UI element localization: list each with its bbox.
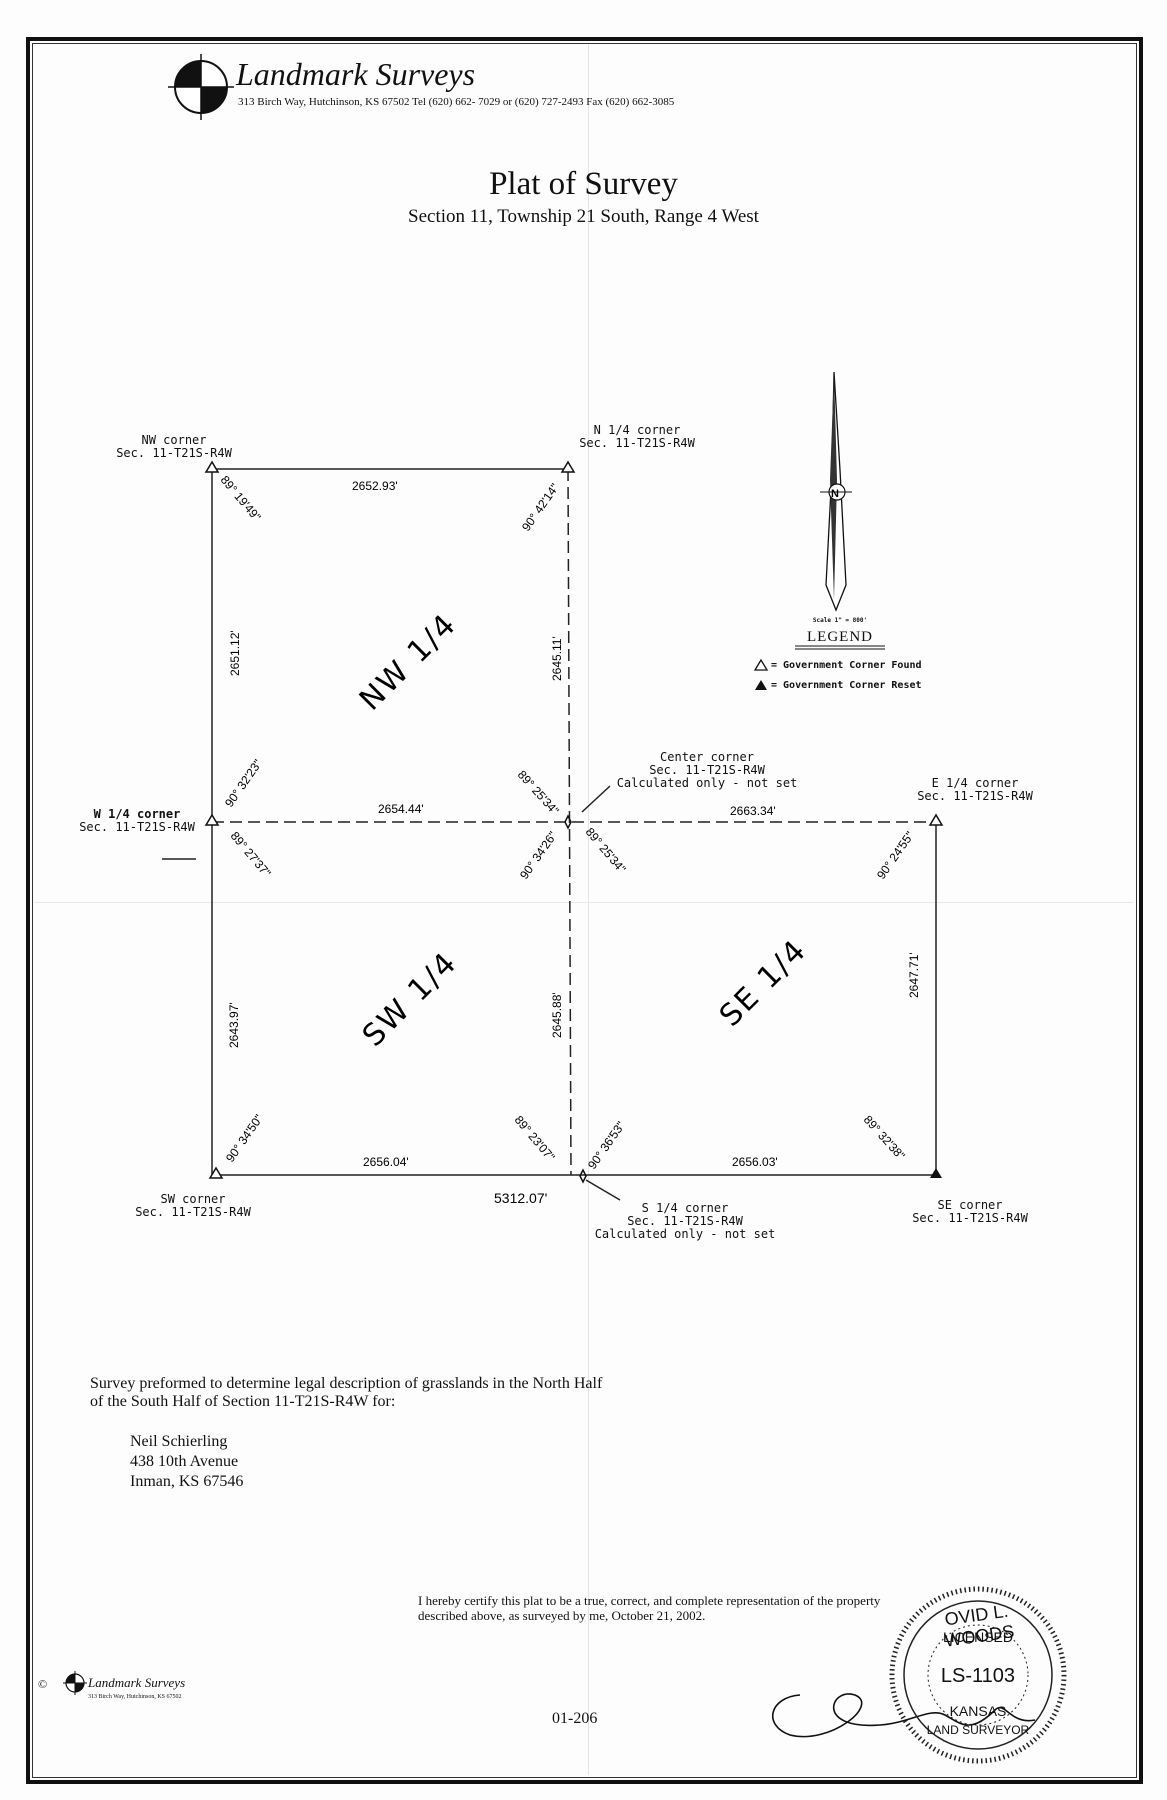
angle-e: 90° 24'55" — [874, 829, 917, 882]
dist-south-west: 2656.04' — [363, 1155, 409, 1169]
dist-south-total: 5312.07' — [494, 1190, 547, 1206]
client-block: Neil Schierling 438 10th Avenue Inman, K… — [130, 1433, 244, 1490]
angle-se: 89° 32'38" — [861, 1113, 908, 1163]
page-border — [26, 37, 1143, 1784]
se-corner-marker — [930, 1168, 942, 1178]
angle-center-se: 89° 25'34" — [583, 825, 629, 876]
dist-mid-north: 2645.11' — [550, 636, 564, 681]
surveyor-seal: OVID L. WOODS LICENSED LS-1103 KANSAS LA… — [888, 1585, 1068, 1765]
footer-logo-icon — [63, 1671, 87, 1695]
legend-reset: = Government Corner Reset — [771, 680, 922, 691]
quarter-sw: SW 1/4 — [356, 945, 465, 1054]
angle-n: 90° 42'14" — [519, 481, 562, 534]
dist-south-east: 2656.03' — [732, 1155, 778, 1169]
dist-mid-south: 2645.88' — [550, 992, 564, 1038]
dist-north: 2652.93' — [352, 479, 398, 493]
document-number: 01-206 — [552, 1710, 598, 1727]
legend-found: = Government Corner Found — [771, 660, 922, 671]
dist-west-north: 2651.12' — [228, 630, 242, 676]
legend-title: LEGEND — [807, 629, 873, 645]
seal-state: KANSAS — [949, 1703, 1007, 1719]
page-subtitle: Section 11, Township 21 South, Range 4 W… — [408, 206, 759, 227]
dist-east-south: 2647.71' — [907, 952, 921, 998]
quarter-se: SE 1/4 — [713, 933, 814, 1034]
landmark-logo-icon — [168, 54, 234, 120]
angle-center-sw: 90° 34'26" — [517, 829, 560, 882]
quarter-nw: NW 1/4 — [353, 607, 464, 718]
footer-company: Landmark Surveys — [88, 1675, 186, 1690]
angle-w-lower: 89° 27'37" — [228, 829, 274, 880]
north-letter: N — [831, 488, 839, 500]
company-name: Landmark Surveys — [236, 56, 476, 92]
surveyor-signature — [771, 1693, 1036, 1738]
fold-line-vertical — [588, 45, 589, 1775]
angle-w-upper: 90° 32'23" — [222, 757, 265, 810]
angle-s-east: 90° 36'53" — [585, 1119, 628, 1172]
survey-purpose-note: Survey preformed to determine legal desc… — [90, 1375, 603, 1410]
angle-sw: 90° 34'50" — [223, 1112, 266, 1165]
page-title: Plat of Survey — [489, 166, 678, 202]
center-corner-marker — [564, 814, 572, 830]
w-corner-marker — [204, 813, 220, 826]
fold-line-horizontal — [34, 902, 1134, 903]
legend-found-icon — [753, 658, 769, 671]
copyright-symbol: © — [38, 1677, 48, 1691]
angle-center-nw: 89° 25'34" — [515, 768, 562, 818]
north-arrow-icon: N — [820, 371, 852, 612]
seal-role: LAND SURVEYOR — [926, 1723, 1030, 1737]
angle-nw: 89° 19'49" — [218, 473, 264, 524]
seal-number: LS-1103 — [940, 1665, 1016, 1687]
n-corner-marker — [560, 460, 576, 473]
nw-corner-marker — [204, 460, 220, 473]
legend-reset-icon — [755, 680, 767, 690]
s-corner-marker — [579, 1168, 587, 1184]
dist-center-east: 2663.34' — [730, 804, 776, 818]
certification-text: I hereby certify this plat to be a true,… — [418, 1593, 881, 1623]
dist-center-west: 2654.44' — [378, 802, 424, 816]
legend-scale: Scale 1" = 800' — [812, 617, 868, 624]
footer-address: 313 Birch Way, Hutchinson, KS 67502 — [88, 1694, 182, 1700]
company-address: 313 Birch Way, Hutchinson, KS 67502 Tel … — [238, 96, 675, 108]
page-inner-border — [32, 43, 1137, 1778]
sw-corner-marker — [208, 1166, 224, 1179]
dist-west-south: 2643.97' — [227, 1002, 241, 1048]
angle-s-west: 89° 23'07" — [512, 1113, 558, 1164]
e-corner-marker — [928, 813, 944, 826]
seal-licensed: LICENSED — [942, 1629, 1014, 1645]
